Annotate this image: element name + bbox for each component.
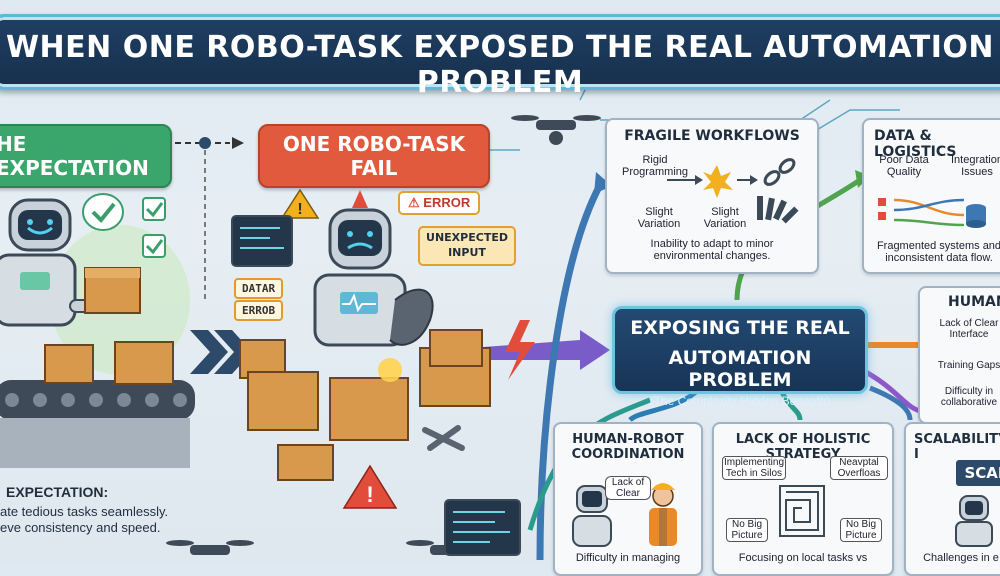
scalability-panel: SCALABILITY I SCAL Challenges in e <box>904 422 1000 576</box>
title-banner <box>0 14 1000 90</box>
human-panel: HUMAN- Lack of Clear Interface Training … <box>918 286 1000 424</box>
no-big-picture-label-1: No Big Picture <box>726 518 768 542</box>
svg-text:!: ! <box>297 201 302 218</box>
scalability-title: SCALABILITY I <box>914 432 1000 462</box>
database-icon <box>966 204 986 228</box>
check-icon <box>82 193 124 231</box>
center-title-line2: AUTOMATION PROBLEM <box>668 347 812 391</box>
neavptal-overfloas-label: Neavptal Overfloas <box>830 456 888 480</box>
data-logistics-title: DATA & LOGISTICS <box>874 128 957 160</box>
lack-clear-interface-label: Lack of Clear Interface <box>939 318 999 340</box>
wrench-icon <box>422 425 465 451</box>
drone-icon <box>511 115 601 145</box>
broken-chain-icon <box>763 158 796 186</box>
central-problem-box: EXPOSING THE REAL AUTOMATION PROBLEM (Th… <box>612 306 868 408</box>
expectation-line2: eve consistency and speed. <box>0 520 161 535</box>
integration-issues-label: Integration Issues <box>951 154 1000 178</box>
hrc-description: Difficulty in managing <box>575 552 681 564</box>
data-flow-icons <box>878 198 986 228</box>
falling-dominoes-icon <box>757 196 799 224</box>
scalability-robot <box>955 495 993 547</box>
fragile-icons <box>667 158 799 224</box>
main-arrow <box>470 330 610 370</box>
happy-robot-illustration <box>0 193 190 385</box>
failed-robot-illustration: ! ! <box>231 188 521 556</box>
slight-variation-label-2: Slight Variation <box>703 206 747 230</box>
center-title-line1: EXPOSING THE REAL <box>630 317 850 339</box>
error-label: ⚠ ERROR <box>398 191 481 215</box>
break-icon <box>703 165 733 198</box>
hard-hat-icon <box>651 483 675 490</box>
flow-line-down-right <box>869 385 913 421</box>
conveyor-rollers <box>5 393 187 407</box>
hrc-illustration <box>572 483 677 547</box>
code-screen <box>231 215 293 267</box>
human-title: HUMAN- <box>948 294 1000 310</box>
fragile-title: FRAGILE WORKFLOWS <box>624 128 800 144</box>
spark-icon <box>378 358 402 382</box>
drone-icon-bottom <box>166 540 254 555</box>
slight-variation-label-1: Slight Variation <box>637 206 681 230</box>
svg-text:!: ! <box>366 482 373 507</box>
code-screen <box>444 499 521 556</box>
holistic-strategy-panel: LACK OF HOLISTIC STRATEGY Implementing T… <box>712 422 894 576</box>
errob-tag: ERROB <box>234 300 284 321</box>
alarm-light-icon <box>352 190 368 208</box>
fragile-workflows-panel: FRAGILE WORKFLOWS Rigid Programming Slig… <box>605 118 819 274</box>
expectation-line1: ate tedious tasks seamlessly. <box>0 504 169 519</box>
scale-sign: SCAL <box>956 460 1000 486</box>
box <box>114 341 174 385</box>
human-description: Difficulty in collaborative <box>940 386 998 408</box>
rigid-programming-label: Rigid Programming <box>621 154 689 178</box>
lightning-bolt-icon <box>505 320 535 380</box>
expectation-pill: HE EXPECTATION <box>0 124 172 188</box>
warning-icon: ! <box>280 188 320 219</box>
warning-icon-large: ! <box>342 464 398 509</box>
human-robot-coordination-panel: HUMAN-ROBOT COORDINATION Lack of Clear D… <box>553 422 703 576</box>
checkbox-icon <box>142 234 166 258</box>
page-title: WHEN ONE ROBO-TASK EXPOSED THE REAL AUTO… <box>5 30 995 100</box>
alert-icon: ⚠ <box>408 195 420 210</box>
speech-bubble: Lack of Clear <box>605 476 651 500</box>
poor-data-quality-label: Poor Data Quality <box>879 154 929 178</box>
expectation-heading: EXPECTATION: <box>6 484 109 500</box>
fail-pill: ONE ROBO-TASK FAIL <box>258 124 490 188</box>
datar-tag: DATAR <box>234 278 284 299</box>
holistic-description: Focusing on local tasks vs <box>738 552 868 564</box>
tangled-object <box>389 288 434 346</box>
scalability-description: Challenges in e <box>923 552 999 564</box>
fragile-description: Inability to adapt to minor environmenta… <box>650 238 774 262</box>
hrc-title: HUMAN-ROBOT COORDINATION <box>571 432 685 462</box>
conveyor-base <box>0 418 190 468</box>
no-big-picture-label-2: No Big Picture <box>840 518 882 542</box>
unexpected-input-label: UNEXPECTED INPUT <box>418 226 516 266</box>
center-subtitle: (The Complexity Hidden Beneath) <box>649 394 831 408</box>
checkbox-icon <box>142 197 166 221</box>
box <box>44 344 94 384</box>
data-logistics-panel: DATA & LOGISTICS Poor Data Quality Integ… <box>862 118 1000 274</box>
data-logistics-description: Fragmented systems and inconsistent data… <box>876 240 1000 264</box>
training-gaps-label: Training Gaps <box>937 360 1000 371</box>
maze-icon <box>779 485 825 537</box>
implementing-tech-label: Implementing Tech in Silos <box>722 456 786 480</box>
